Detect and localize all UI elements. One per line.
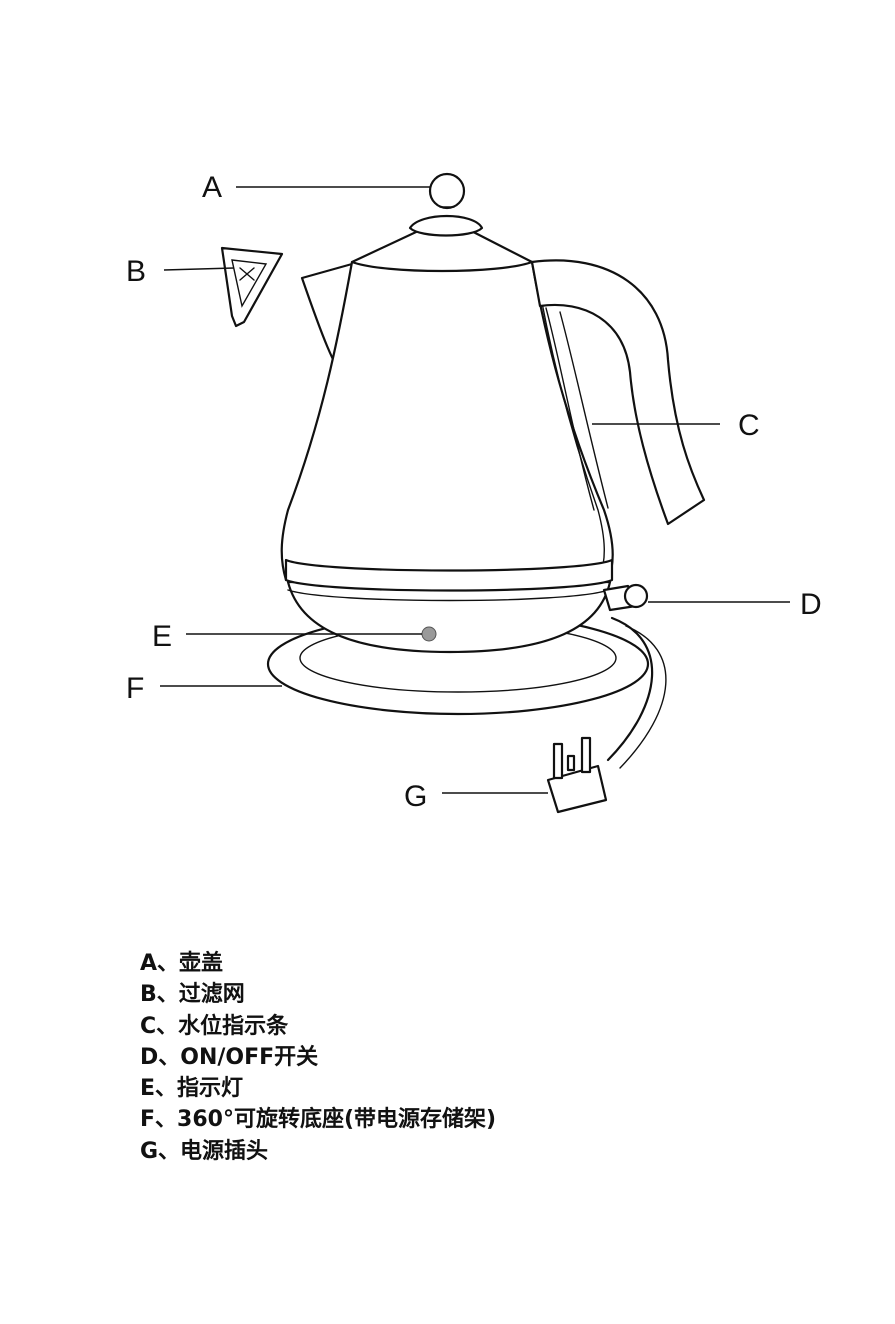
callout-g: G (404, 780, 427, 813)
callout-d: D (800, 588, 822, 621)
legend-item-g: G、电源插头 (140, 1136, 496, 1167)
legend-item-c: C、水位指示条 (140, 1011, 496, 1042)
callout-a: A (202, 171, 222, 204)
power-plug (548, 738, 606, 812)
callout-f: F (126, 672, 144, 705)
callout-e: E (152, 620, 172, 653)
parts-legend: A、壶盖 B、过滤网 C、水位指示条 D、ON/OFF开关 E、指示灯 F、36… (140, 948, 496, 1167)
legend-item-a: A、壶盖 (140, 948, 496, 979)
callout-c: C (738, 409, 760, 442)
legend-item-e: E、指示灯 (140, 1073, 496, 1104)
legend-item-f: F、360°可旋转底座(带电源存储架) (140, 1104, 496, 1135)
on-off-switch (604, 585, 647, 610)
leader-b (164, 268, 234, 270)
filter (222, 248, 282, 326)
legend-item-d: D、ON/OFF开关 (140, 1042, 496, 1073)
kettle-lid (352, 174, 532, 271)
callout-b: B (126, 255, 146, 288)
legend-item-b: B、过滤网 (140, 979, 496, 1010)
indicator-light (422, 627, 436, 641)
